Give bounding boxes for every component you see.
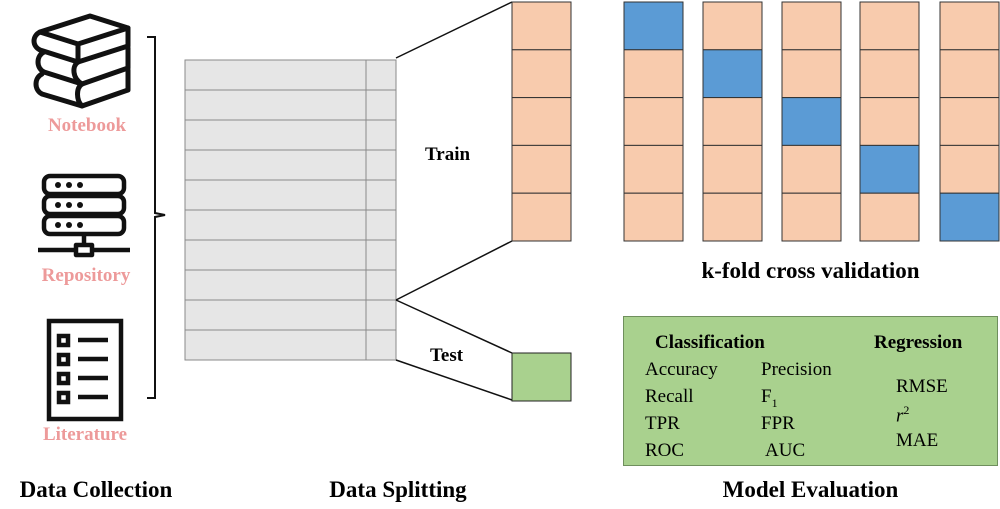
validation-fold — [859, 144, 920, 194]
dataset-table — [184, 59, 397, 361]
training-fold — [623, 49, 684, 99]
table-row-cell — [184, 299, 367, 331]
test-label: Test — [430, 345, 464, 366]
table-row-cell — [184, 89, 367, 121]
train-connector-bottom — [395, 240, 513, 301]
training-fold — [859, 97, 920, 146]
training-fold — [702, 144, 763, 194]
data-splitting-title: Data Splitting — [329, 477, 467, 502]
table-row-cell — [184, 209, 367, 241]
metric-f1-base: F — [761, 386, 772, 407]
train-block — [511, 144, 572, 194]
metric-roc: ROC — [645, 440, 685, 461]
document-list-icon — [46, 318, 124, 422]
train-stack — [511, 1, 572, 242]
training-fold — [702, 192, 763, 242]
metric-f1-subscript: 1 — [771, 395, 778, 410]
metric-mae: MAE — [896, 430, 939, 451]
table-row-cell — [184, 329, 367, 361]
training-fold — [702, 97, 763, 146]
kfold-label: k-fold cross validation — [701, 258, 920, 283]
kfold-grid — [623, 1, 1000, 242]
training-fold — [781, 144, 842, 194]
regression-heading: Regression — [874, 332, 963, 353]
model-evaluation-title: Model Evaluation — [722, 477, 899, 502]
training-fold — [623, 192, 684, 242]
collection-bracket — [147, 36, 166, 399]
books-icon — [30, 10, 134, 110]
training-fold — [623, 97, 684, 146]
table-label-cell — [365, 209, 397, 241]
metric-rmse: RMSE — [896, 376, 948, 397]
test-connector-bottom — [395, 359, 513, 401]
validation-fold — [623, 1, 684, 51]
metric-tpr: TPR — [645, 413, 680, 434]
table-row-cell — [184, 149, 367, 181]
table-label-cell — [365, 299, 397, 331]
metric-r2: r2 — [896, 403, 909, 427]
table-label-cell — [365, 239, 397, 271]
test-connector-top — [395, 299, 513, 354]
table-label-cell — [365, 329, 397, 361]
training-fold — [939, 49, 1000, 99]
validation-fold — [702, 49, 763, 99]
table-label-cell — [365, 149, 397, 181]
source-label-repository: Repository — [41, 265, 131, 286]
metric-r2-superscript: 2 — [903, 403, 910, 417]
training-fold — [781, 192, 842, 242]
train-block — [511, 97, 572, 146]
training-fold — [702, 1, 763, 51]
training-fold — [781, 1, 842, 51]
training-fold — [939, 1, 1000, 51]
server-icon — [36, 173, 132, 263]
table-label-cell — [365, 89, 397, 121]
train-block — [511, 49, 572, 99]
source-label-literature: Literature — [42, 424, 128, 445]
test-block — [511, 352, 572, 402]
table-label-cell — [365, 59, 397, 91]
table-row-cell — [184, 269, 367, 301]
table-label-cell — [365, 269, 397, 301]
metric-accuracy: Accuracy — [645, 359, 718, 380]
classification-heading: Classification — [655, 332, 765, 353]
metric-r2-base: r — [896, 405, 904, 427]
train-connector-top — [395, 1, 513, 59]
metric-f1: F1 — [761, 386, 778, 411]
training-fold — [859, 1, 920, 51]
table-row-cell — [184, 59, 367, 91]
training-fold — [781, 49, 842, 99]
validation-fold — [939, 192, 1000, 242]
training-fold — [859, 49, 920, 99]
training-fold — [623, 144, 684, 194]
table-row-cell — [184, 239, 367, 271]
training-fold — [939, 144, 1000, 194]
table-label-cell — [365, 179, 397, 211]
source-label-notebook: Notebook — [47, 115, 127, 136]
metric-fpr: FPR — [761, 413, 795, 434]
train-block — [511, 1, 572, 51]
metric-precision: Precision — [761, 359, 832, 380]
training-fold — [859, 192, 920, 242]
data-collection-title: Data Collection — [19, 477, 173, 502]
table-row-cell — [184, 179, 367, 211]
metric-auc: AUC — [765, 440, 806, 461]
table-row-cell — [184, 119, 367, 151]
metrics-box: Classification Regression Accuracy Preci… — [623, 316, 998, 466]
validation-fold — [781, 97, 842, 146]
metric-recall: Recall — [645, 386, 694, 407]
table-label-cell — [365, 119, 397, 151]
training-fold — [939, 97, 1000, 146]
train-block — [511, 192, 572, 242]
train-label: Train — [425, 144, 471, 165]
